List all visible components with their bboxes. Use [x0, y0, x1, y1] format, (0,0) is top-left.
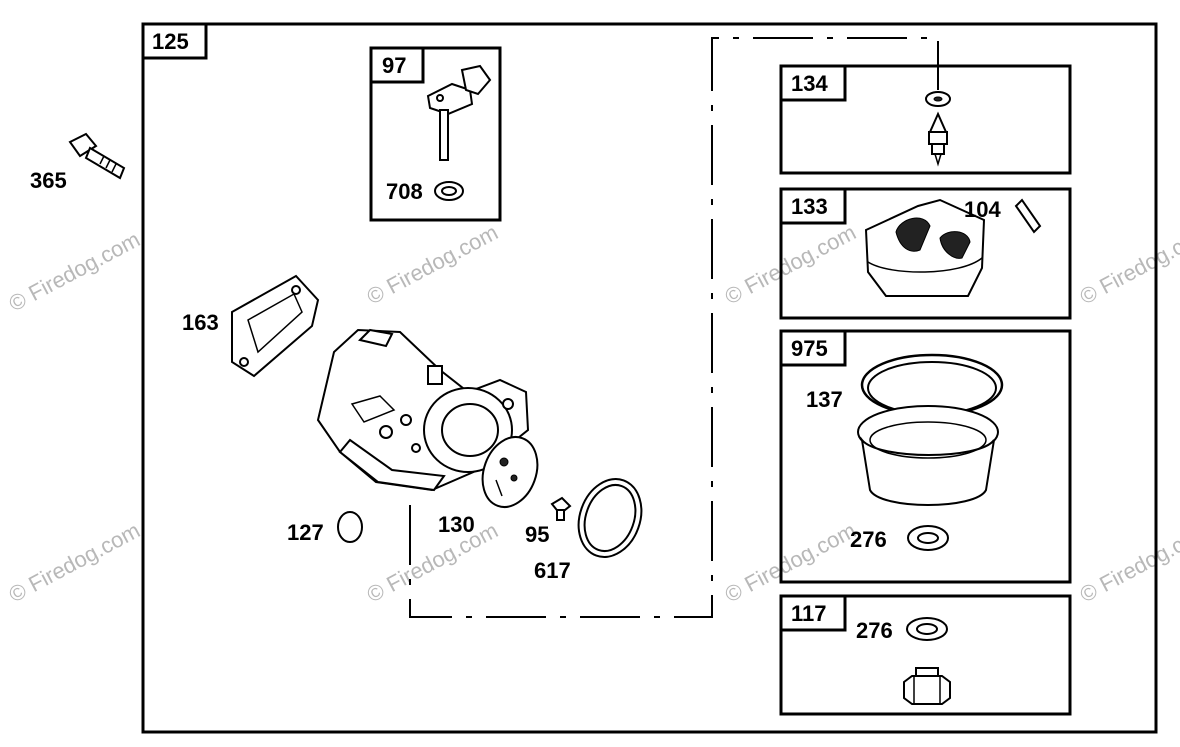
watermark-4: © Firedog.com: [1076, 219, 1180, 309]
label-708: 708: [386, 179, 423, 204]
watermark-3: © Firedog.com: [721, 219, 860, 309]
washer-276b-part: [906, 617, 948, 641]
box-117-label: 117: [791, 601, 827, 626]
watermark-7: © Firedog.com: [721, 517, 860, 607]
label-617: 617: [534, 558, 571, 583]
box-975: 975 137 276: [779, 329, 1072, 584]
watermark-1: © Firedog.com: [5, 226, 144, 316]
watermark-2: © Firedog.com: [363, 219, 502, 309]
box-134-label: 134: [791, 71, 828, 96]
box-975-label: 975: [791, 336, 828, 361]
main-frame: [141, 22, 1158, 734]
choke-shaft-part: [426, 64, 492, 161]
box-133: 133 104: [779, 187, 1072, 320]
plug-127-part: [337, 511, 363, 543]
label-276-a: 276: [850, 527, 887, 552]
inlet-needle-part: [928, 111, 948, 167]
label-104: 104: [964, 197, 1001, 222]
washer-276a-part: [907, 525, 949, 551]
needle-seat-part: [925, 91, 951, 107]
carburetor-body-part: [316, 328, 530, 492]
box-97-label: 97: [382, 53, 406, 78]
box-133-label: 133: [791, 194, 828, 219]
watermark-8: © Firedog.com: [1076, 517, 1180, 607]
label-130: 130: [438, 512, 475, 537]
watermark-5: © Firedog.com: [5, 517, 144, 607]
bowl-nut-part: [903, 667, 951, 705]
diaphragm-130-part: [481, 436, 539, 508]
connector-line: [409, 37, 939, 618]
pin-104-part: [1014, 198, 1042, 234]
label-95: 95: [525, 522, 549, 547]
main-frame-label: 125: [152, 29, 189, 54]
label-137: 137: [806, 387, 843, 412]
bolt-365-part: [68, 132, 126, 180]
watermark-6: © Firedog.com: [363, 517, 502, 607]
box-97: 97 708: [369, 46, 502, 222]
seal-708-part: [434, 181, 464, 201]
ring-617-part: [577, 478, 643, 558]
label-163: 163: [182, 310, 219, 335]
screw-95-part: [550, 496, 572, 521]
label-276-b: 276: [856, 618, 893, 643]
box-134: 134: [779, 64, 1072, 175]
label-127: 127: [287, 520, 324, 545]
float-bowl-part: [857, 405, 999, 506]
float-part: [864, 198, 986, 297]
gasket-163-part: [231, 274, 320, 378]
box-117: 117 276: [779, 594, 1072, 716]
main-frame-label-box: [141, 22, 208, 60]
label-365: 365: [30, 168, 67, 193]
